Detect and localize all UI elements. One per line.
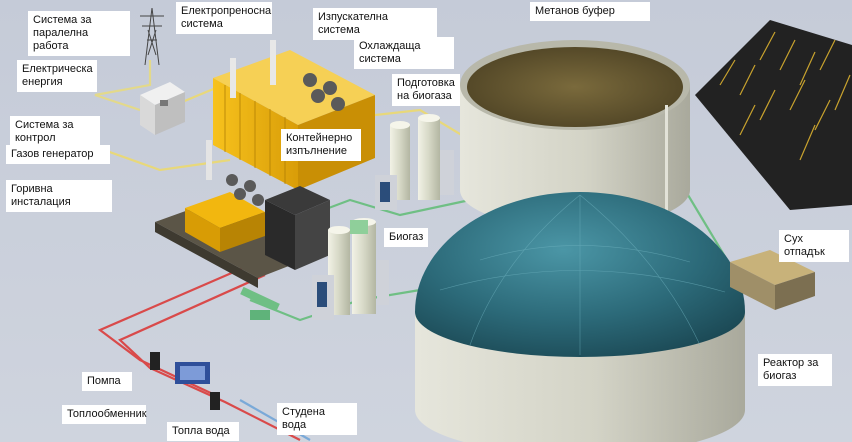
control-cabinet: [140, 82, 185, 135]
label-biogas-preparation: Подготовка на биогаза: [392, 74, 460, 106]
label-biogas: Биогаз: [384, 228, 428, 247]
label-biogas-reactor: Реактор за биогаз: [758, 354, 832, 386]
label-power-grid: Електропреносна система: [176, 2, 272, 34]
dry-material-field: [695, 20, 852, 210]
methane-buffer-tank: [460, 40, 690, 228]
label-parallel-system: Система за паралелна работа: [28, 11, 130, 56]
label-electric-energy: Електрическа енергия: [17, 60, 97, 92]
label-gas-generator: Газов генератор: [6, 145, 110, 164]
label-heat-exchanger: Топлообменник: [62, 405, 147, 424]
label-container-version: Контейнерно изпълнение: [281, 129, 361, 161]
label-methane-buffer: Метанов буфер: [530, 2, 650, 21]
label-fuel-installation: Горивна инсталация: [6, 180, 112, 212]
biogas-prep-tanks: [375, 114, 454, 210]
power-line: [94, 60, 152, 112]
label-cold-water: Студена вода: [277, 403, 357, 435]
label-pump: Помпа: [82, 372, 132, 391]
dry-waste-bin: [730, 250, 815, 310]
label-exhaust-system: Изпускателна система: [313, 8, 437, 40]
pump-heat-exchanger: [150, 310, 270, 410]
label-control-system: Система за контрол: [10, 116, 100, 148]
conveyor-pipe: [240, 286, 280, 312]
biogas-reactor: [415, 192, 745, 442]
label-hot-water: Топла вода: [167, 422, 239, 441]
gas-generator: [155, 140, 335, 288]
label-dry-waste: Сух отпадък: [779, 230, 849, 262]
label-cooling-system: Охлаждаща система: [354, 37, 454, 69]
power-tower-icon: [140, 7, 164, 66]
biogas-tanks: [312, 218, 389, 320]
